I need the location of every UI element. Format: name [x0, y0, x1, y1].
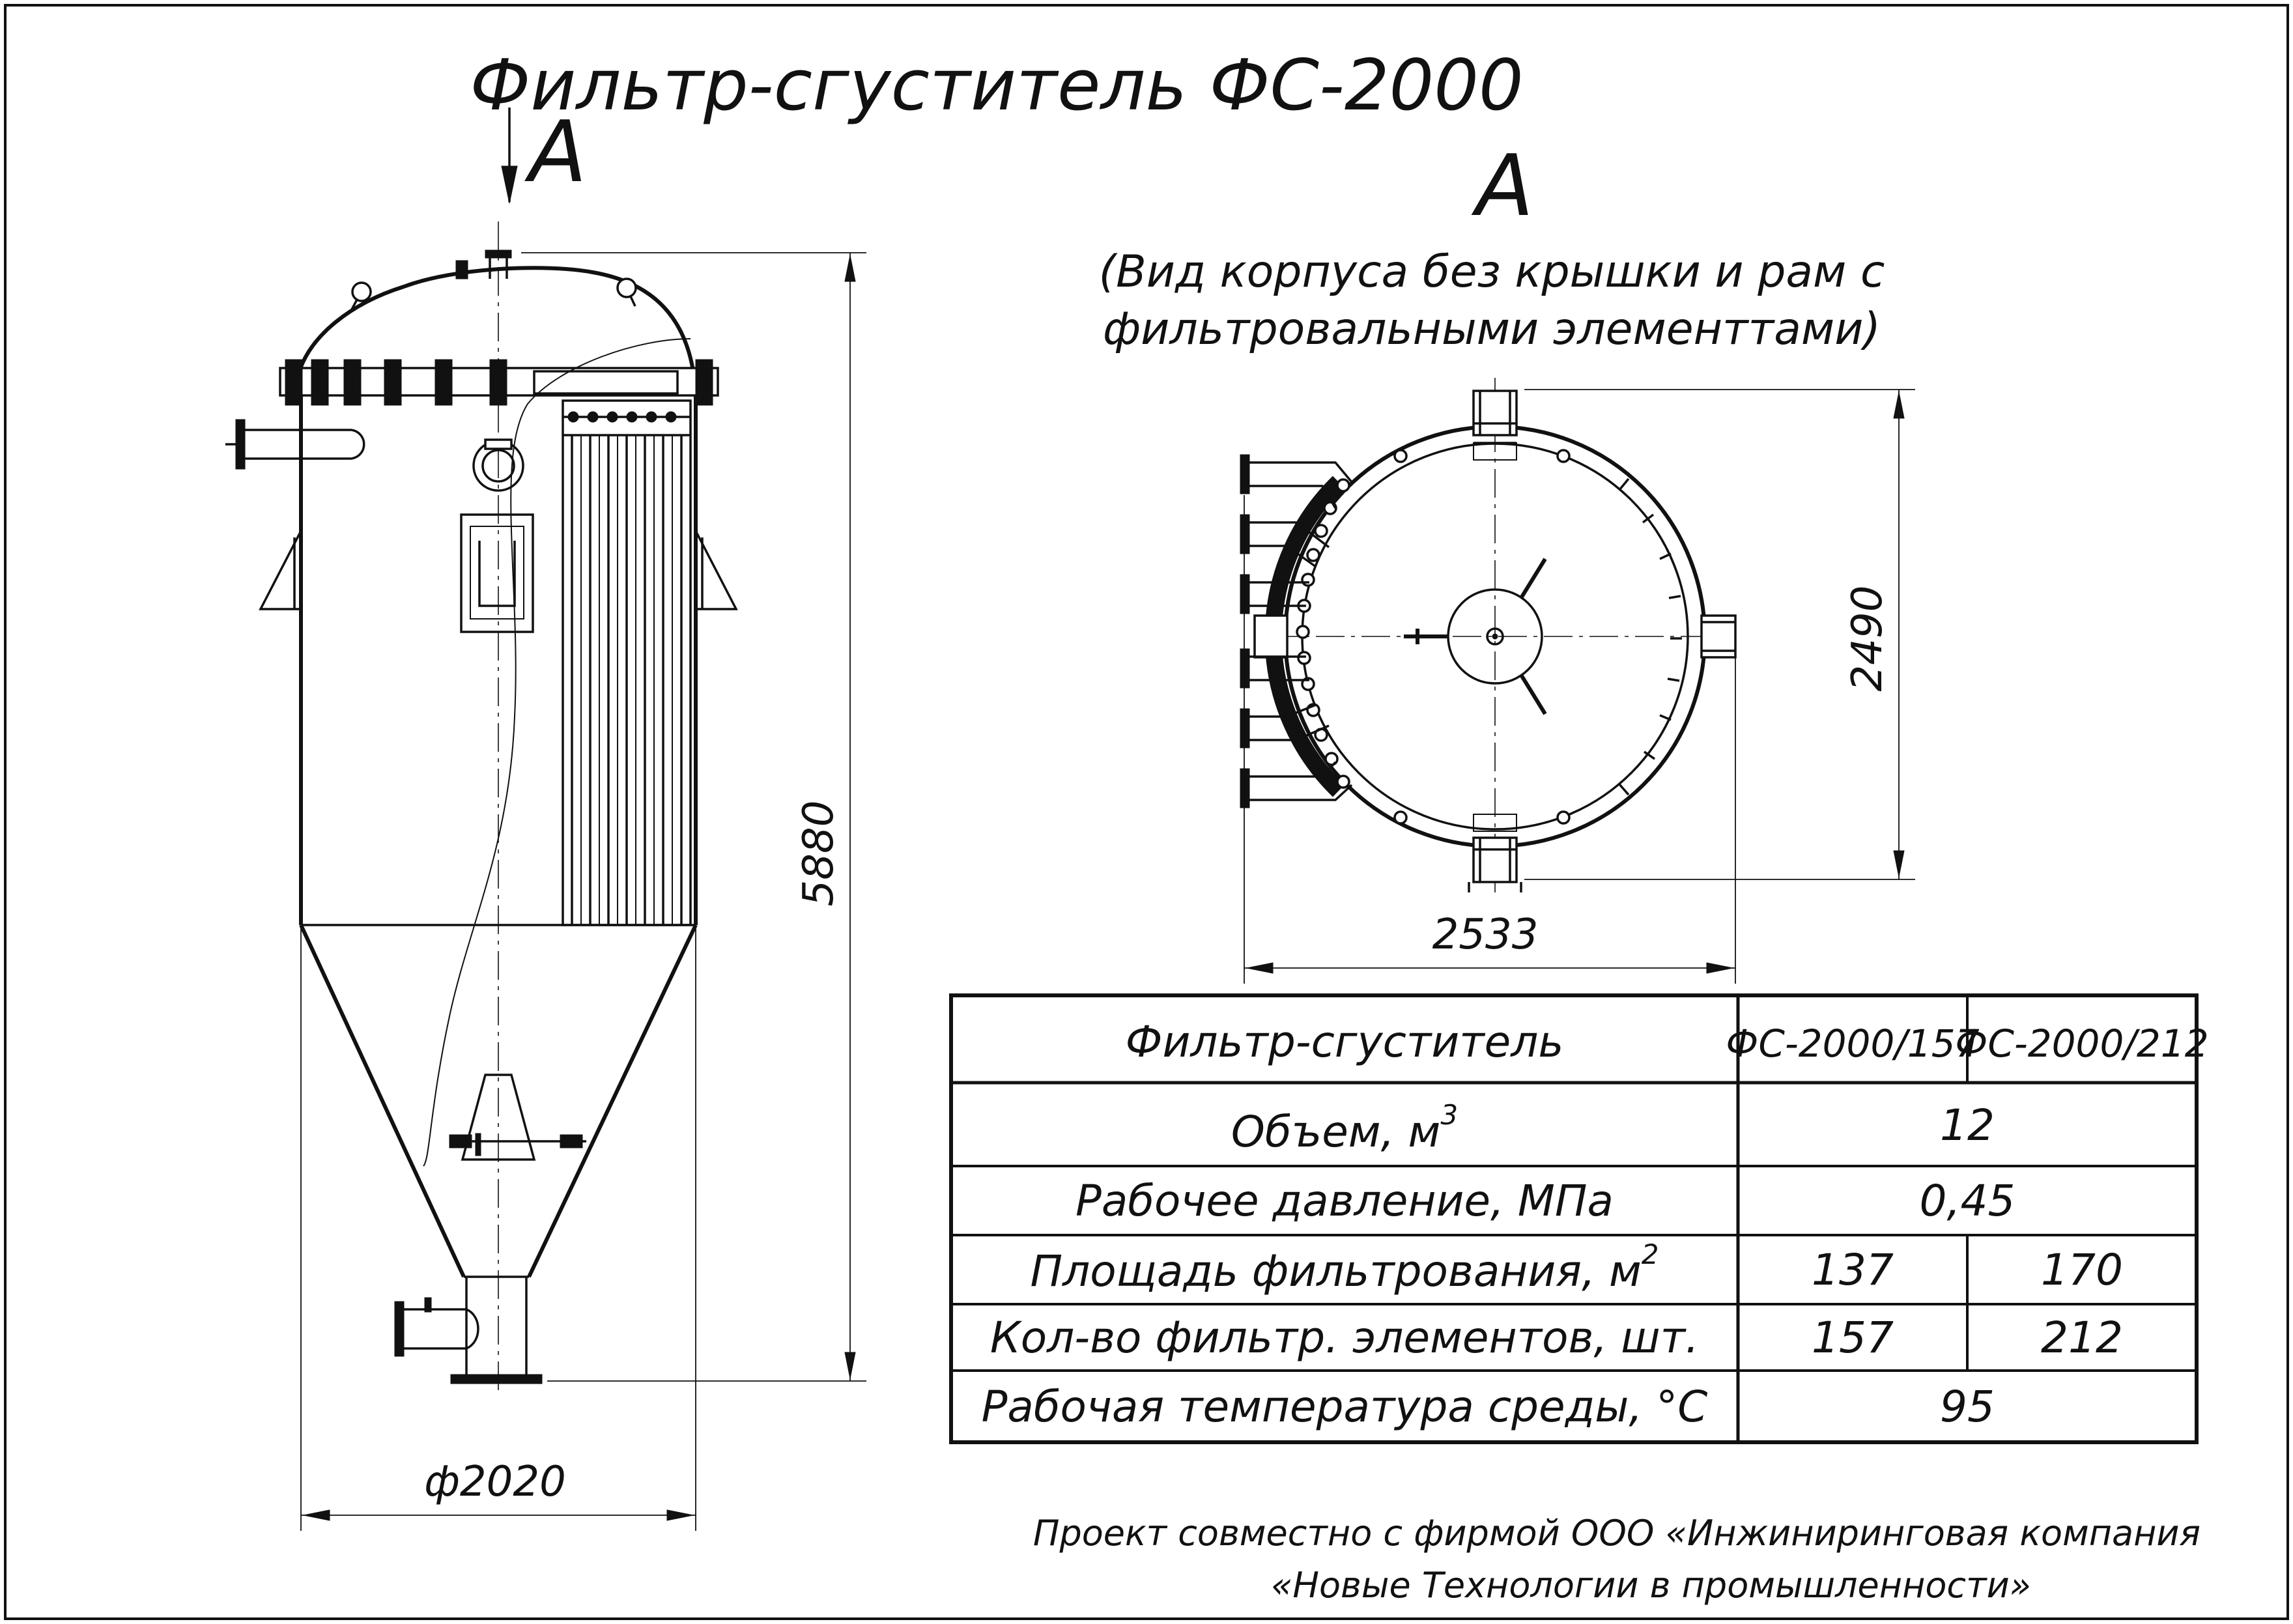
break-line: [423, 338, 691, 1167]
table-row-value: 0,45: [1920, 1176, 2015, 1226]
table-row-value-1: 157: [1812, 1313, 1894, 1363]
footer-line1: Проект совместно с фирмой ООО «Инжинирин…: [1033, 1513, 2200, 1554]
footer-line2: «Новые Технологии в промышленности»: [1271, 1565, 2031, 1606]
table-row-value-2: 212: [2041, 1313, 2123, 1363]
bottom-lug: [1468, 814, 1522, 892]
flange-bolts: [285, 359, 713, 406]
table-row-label: Рабочее давление, МПа: [1075, 1176, 1614, 1226]
dim-diameter: ф2020: [300, 925, 696, 1531]
top-view: 2490 2533: [1240, 378, 1915, 984]
table-row-label: Рабочая температура среды, °С: [982, 1382, 1708, 1432]
view-caption-line2: фильтровальными элементтами): [1103, 304, 1881, 355]
dim-diameter-label: ф2020: [424, 1458, 566, 1506]
cone-stand: [449, 1074, 586, 1161]
top-lug: [1472, 390, 1518, 461]
table-row-value: 95: [1940, 1382, 1995, 1432]
dim-height-label: 5880: [795, 801, 843, 907]
view-label: А: [1472, 136, 1534, 235]
bottom-outlet-flange: [450, 1374, 543, 1384]
table-row-label: Объем, м3: [1231, 1099, 1458, 1157]
front-view: 5880 ф2020: [225, 221, 866, 1531]
table-header-model-2: ФС-2000/212: [1955, 1021, 2208, 1066]
cone-left: [299, 924, 466, 1278]
dim-top-height-label: 2490: [1844, 586, 1892, 692]
inner-ticks: [1618, 477, 1682, 796]
table-row-value: 12: [1940, 1100, 1995, 1150]
table-row-label: Площадь фильтрования, м2: [1030, 1238, 1659, 1296]
dim-top-height: 2490: [1524, 389, 1915, 880]
table-header-label: Фильтр-сгуститель: [1126, 1017, 1564, 1067]
cone-right: [527, 924, 698, 1278]
inlet-nozzle: [225, 419, 365, 470]
top-nozzle: [485, 249, 512, 259]
sheet-frame: [4, 4, 2289, 1620]
view-caption-line1: (Вид корпуса без крышки и рам с: [1099, 246, 1885, 298]
dim-height: 5880: [521, 252, 866, 1382]
table-header-model-1: ФС-2000/157: [1726, 1021, 1979, 1066]
left-lug: [1253, 614, 1289, 659]
support-bracket-left: [259, 530, 302, 610]
table-row-label: Кол-во фильтр. элементов, шт.: [990, 1313, 1699, 1363]
side-nozzles: [1240, 454, 1353, 808]
section-arrow: А: [501, 102, 587, 204]
lifting-lug-right: [616, 278, 637, 298]
inspection-hatch: [460, 513, 534, 633]
drawing-title: Фильтр-сгуститель ФС-2000: [470, 45, 1523, 126]
dim-top-width: 2533: [1244, 495, 1736, 984]
section-marker-label: А: [524, 102, 587, 201]
table-row-value-2: 170: [2041, 1245, 2123, 1295]
filter-elements-bundle: [562, 399, 692, 926]
right-lug: [1700, 614, 1737, 659]
dim-top-width-label: 2533: [1432, 911, 1539, 959]
table-row-value-1: 137: [1812, 1245, 1894, 1295]
support-bracket-right: [694, 530, 738, 610]
lifting-lug-left: [351, 281, 372, 302]
drain-nozzle-flange: [394, 1301, 405, 1357]
spec-table: Фильтр-сгуститель ФС-2000/157 ФС-2000/21…: [949, 993, 2209, 1444]
